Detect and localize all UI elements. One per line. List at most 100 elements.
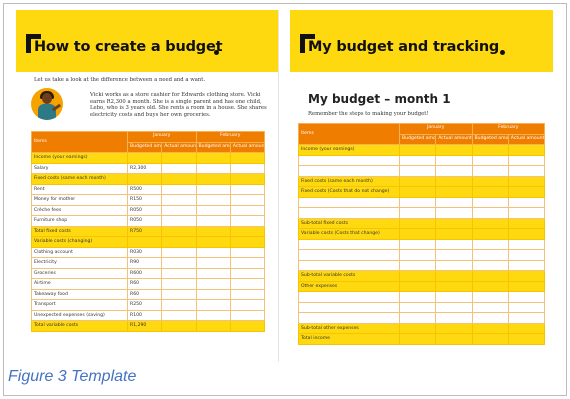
bracket-icon xyxy=(300,34,315,53)
row-label xyxy=(298,196,400,208)
row-label xyxy=(298,238,400,250)
row-label xyxy=(298,154,400,166)
row-label: Fixed costs (same each month) xyxy=(298,175,400,187)
amount-cell xyxy=(195,183,231,195)
amount-cell xyxy=(507,333,546,345)
amount-cell xyxy=(229,288,266,300)
budgeted-amount-cell xyxy=(398,312,437,324)
month-header-january: January xyxy=(399,123,473,135)
row-label: Sub-total variable costs xyxy=(298,270,400,282)
table-row xyxy=(298,165,546,177)
amount-cell xyxy=(507,196,546,208)
dot-icon xyxy=(214,50,219,55)
budgeted-amount-cell xyxy=(398,301,437,313)
amount-cell xyxy=(161,246,197,258)
bracket-icon xyxy=(26,34,41,53)
table-row xyxy=(298,312,546,324)
budgeted-amount-cell: R60 xyxy=(126,288,163,300)
budgeted-amount-cell xyxy=(126,173,163,185)
table-row: Income (your earnings) xyxy=(31,152,266,164)
amount-cell xyxy=(507,249,546,261)
budgeted-amount-header: Budgeted amount xyxy=(126,141,163,153)
table-row xyxy=(298,154,546,166)
items-header: Items xyxy=(298,123,400,145)
budgeted-amount-cell xyxy=(398,217,437,229)
amount-cell xyxy=(229,309,266,321)
row-label: Airtime xyxy=(31,278,128,290)
right-page: My budget and tracking My budget – month… xyxy=(290,10,553,362)
table-row: Variable costs (Costs that change) xyxy=(298,228,546,240)
row-label xyxy=(298,301,400,313)
budgeted-amount-cell: R050 xyxy=(126,204,163,216)
amount-cell xyxy=(161,152,197,164)
row-label: Sub-total fixed costs xyxy=(298,217,400,229)
amount-cell xyxy=(435,186,473,198)
table-row: Fixed costs (same each month) xyxy=(298,175,546,187)
amount-cell xyxy=(229,299,266,311)
amount-cell xyxy=(471,291,509,303)
actual-amount-header: Actual amount xyxy=(161,141,197,153)
items-header: Items xyxy=(31,131,128,153)
row-label: Unexpected expenses (saving) xyxy=(31,309,128,321)
month-header-january: January xyxy=(127,131,197,143)
amount-cell xyxy=(507,165,546,177)
amount-cell xyxy=(195,288,231,300)
amount-cell xyxy=(195,257,231,269)
amount-cell xyxy=(161,299,197,311)
amount-cell xyxy=(161,162,197,174)
amount-cell xyxy=(161,288,197,300)
budgeted-amount-cell xyxy=(398,175,437,187)
amount-cell xyxy=(507,312,546,324)
budgeted-amount-cell xyxy=(398,249,437,261)
table-row xyxy=(298,238,546,250)
budgeted-amount-cell xyxy=(398,280,437,292)
row-label: Takeaway food xyxy=(31,288,128,300)
amount-cell xyxy=(435,196,473,208)
amount-cell xyxy=(435,312,473,324)
amount-cell xyxy=(195,162,231,174)
amount-cell xyxy=(435,301,473,313)
row-label: Total variable costs xyxy=(31,320,128,332)
amount-cell xyxy=(195,204,231,216)
table-row: Other expenses xyxy=(298,280,546,292)
table-row: Sub-total other expenses xyxy=(298,322,546,334)
amount-cell xyxy=(471,249,509,261)
amount-cell xyxy=(229,278,266,290)
row-label: Income (your earnings) xyxy=(298,144,400,156)
amount-cell xyxy=(195,299,231,311)
budgeted-amount-cell xyxy=(398,270,437,282)
budgeted-amount-header: Budgeted amount xyxy=(398,133,437,145)
amount-cell xyxy=(471,165,509,177)
amount-cell xyxy=(195,194,231,206)
table-row xyxy=(298,291,546,303)
right-page-title: My budget and tracking xyxy=(308,39,500,55)
amount-cell xyxy=(229,194,266,206)
budgeted-amount-cell xyxy=(398,207,437,219)
amount-cell xyxy=(435,291,473,303)
amount-cell xyxy=(161,173,197,185)
month-header-february: February xyxy=(195,131,265,143)
budgeted-amount-cell xyxy=(126,152,163,164)
table-row xyxy=(298,301,546,313)
table-row: Fixed costs (Costs that do not change) xyxy=(298,186,546,198)
amount-cell xyxy=(435,270,473,282)
amount-cell xyxy=(471,186,509,198)
amount-cell xyxy=(471,217,509,229)
budgeted-amount-cell xyxy=(398,196,437,208)
amount-cell xyxy=(507,301,546,313)
amount-cell xyxy=(507,322,546,334)
table-row xyxy=(298,249,546,261)
amount-cell xyxy=(435,322,473,334)
budgeted-amount-cell: R600 xyxy=(126,267,163,279)
left-page-banner: How to create a budget xyxy=(16,10,278,72)
amount-cell xyxy=(435,259,473,271)
row-label: Groceries xyxy=(31,267,128,279)
